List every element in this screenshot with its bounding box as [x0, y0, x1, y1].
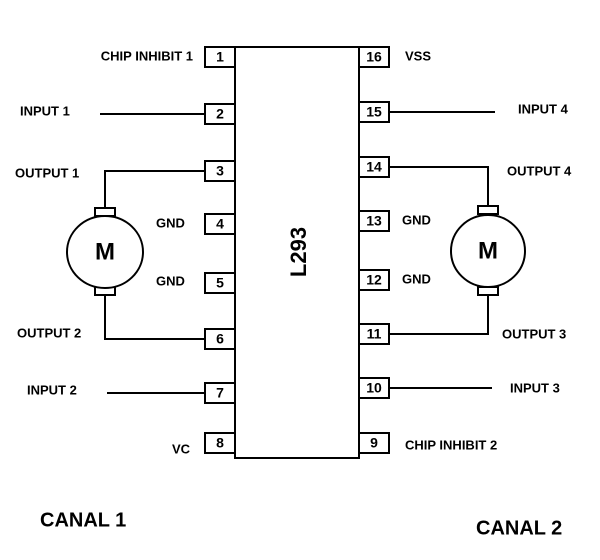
- motor-left-top-terminal: [94, 207, 116, 217]
- pin-number-1: 1: [216, 49, 224, 65]
- pin-label-1: CHIP INHIBIT 1: [101, 48, 193, 63]
- pin-label-3: OUTPUT 1: [15, 165, 79, 180]
- pin-box-4: [204, 213, 236, 235]
- pin-number-13: 13: [366, 213, 382, 229]
- pin-label-6: OUTPUT 2: [17, 325, 81, 340]
- pin-box-1: [204, 46, 236, 68]
- motor-left-symbol: M: [95, 238, 115, 265]
- pin-number-9: 9: [370, 435, 378, 451]
- pin-label-8: VC: [172, 441, 191, 456]
- pin-label-2: INPUT 1: [20, 103, 70, 118]
- pin-label-10: INPUT 3: [510, 380, 560, 395]
- channel-label-left: CANAL 1: [40, 509, 126, 531]
- motor-right-body: [450, 214, 526, 288]
- pin-box-13: [358, 210, 390, 232]
- pin-label-15: INPUT 4: [518, 101, 569, 116]
- pin-box-12: [358, 269, 390, 291]
- pin-label-4: GND: [156, 215, 185, 230]
- pin-label-16: VSS: [405, 48, 431, 63]
- pin-label-11: OUTPUT 3: [502, 326, 566, 341]
- pin-number-5: 5: [216, 275, 224, 291]
- pin-number-10: 10: [366, 380, 382, 396]
- wire-output-3: [389, 295, 489, 335]
- pin-number-14: 14: [366, 159, 382, 175]
- pin-label-5: GND: [156, 273, 185, 288]
- wire-output-4: [389, 166, 489, 207]
- pin-label-13: GND: [402, 212, 431, 227]
- left-pins: [204, 46, 236, 454]
- pin-number-7: 7: [216, 385, 224, 401]
- pin-box-16: [358, 46, 390, 68]
- pin-label-9: CHIP INHIBIT 2: [405, 437, 497, 452]
- pin-label-12: GND: [402, 271, 431, 286]
- motor-right-bottom-terminal: [477, 286, 499, 296]
- motor-right-top-terminal: [477, 205, 499, 215]
- motor-right: M: [450, 205, 526, 296]
- pin-label-14: OUTPUT 4: [507, 163, 572, 178]
- pin-box-8: [204, 432, 236, 454]
- pin-label-7: INPUT 2: [27, 382, 77, 397]
- pin-number-2: 2: [216, 106, 224, 122]
- pin-number-15: 15: [366, 104, 382, 120]
- pin-number-6: 6: [216, 331, 224, 347]
- wire-output-1: [104, 170, 205, 209]
- wire-output-2: [104, 295, 205, 340]
- ic-body: [234, 46, 360, 459]
- right-pins: [358, 46, 390, 454]
- pin-number-12: 12: [366, 272, 382, 288]
- pin-number-4: 4: [216, 216, 224, 232]
- motor-left-body: [66, 215, 144, 289]
- pin-number-8: 8: [216, 435, 224, 451]
- motor-right-symbol: M: [478, 237, 498, 264]
- chip-name: L293: [286, 227, 311, 277]
- pin-box-5: [204, 272, 236, 294]
- pin-box-9: [358, 432, 390, 454]
- pin-number-3: 3: [216, 163, 224, 179]
- channel-label-right: CANAL 2: [476, 517, 562, 539]
- pin-number-11: 11: [367, 326, 382, 342]
- pin-number-16: 16: [366, 49, 382, 65]
- motor-left: M: [66, 207, 144, 296]
